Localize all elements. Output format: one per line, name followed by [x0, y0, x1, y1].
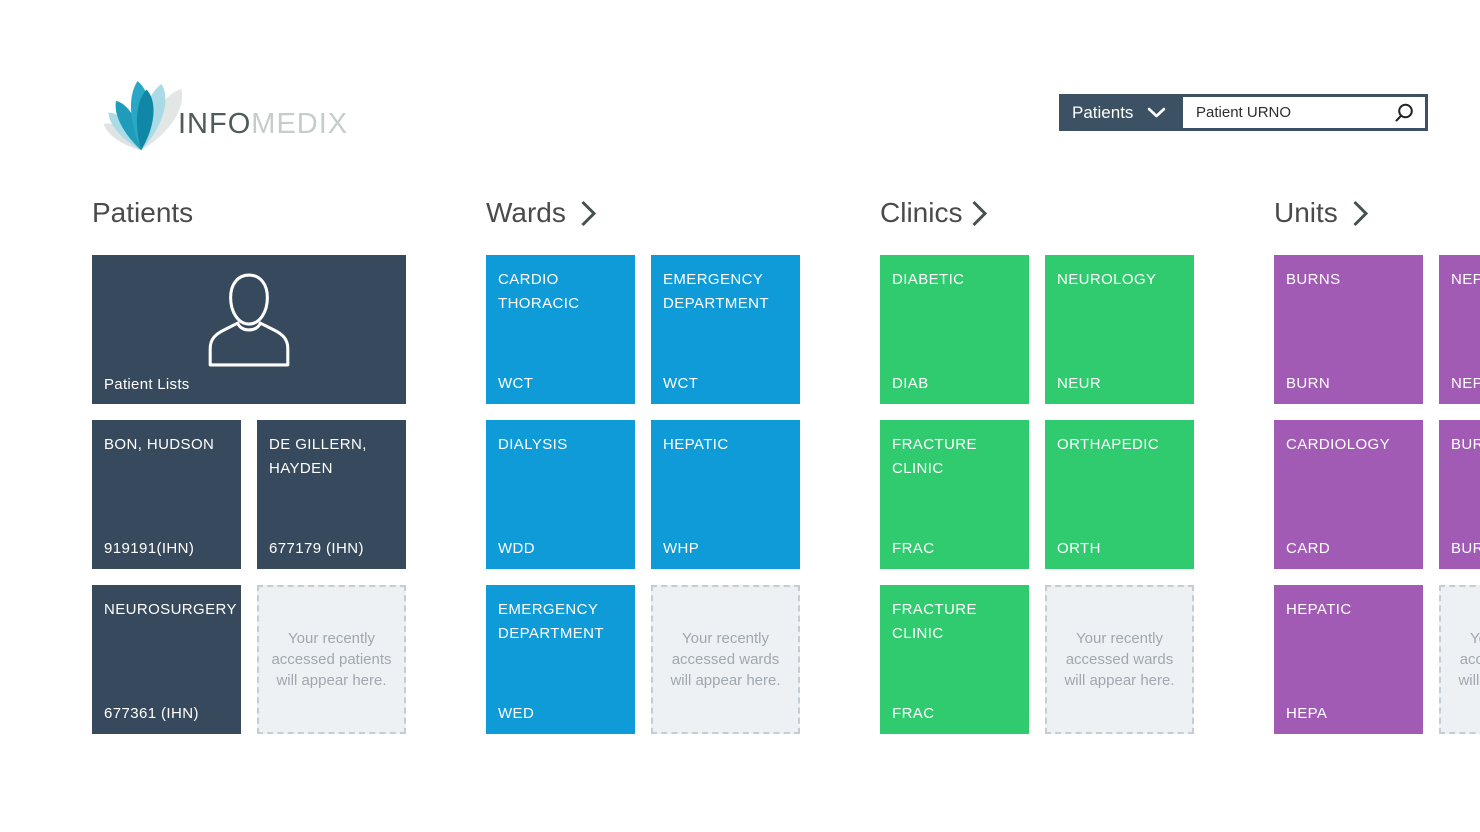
tile-code: WED [498, 705, 535, 722]
clinics-column-header[interactable]: Clinics [880, 197, 1194, 229]
tile-code: HEPA [1286, 705, 1328, 722]
tile-label: NEUROSURGERY [104, 601, 237, 618]
search-field [1183, 97, 1425, 128]
dashboard-board: Patients Patient Lists BON, HUDSON 91919… [92, 197, 1480, 734]
ward-tile[interactable]: EMERGENCY DEPARTMENT WED [486, 585, 635, 734]
patient-tile[interactable]: DE GILLERN, HAYDEN 677179 (IHN) [257, 420, 406, 569]
wards-column-title: Wards [486, 197, 566, 228]
tile-code: NEP [1451, 375, 1480, 392]
placeholder-text: Your recently accessed patients will app… [271, 630, 392, 689]
brand-name-info: INFO [178, 108, 252, 140]
tile-code: BUR [1451, 540, 1480, 557]
unit-tile[interactable]: HEPATIC HEPA [1274, 585, 1423, 734]
patient-lists-label: Patient Lists [104, 376, 190, 393]
brand-wordmark: INFOMEDIX [178, 108, 348, 141]
wards-tiles: CARDIO THORACIC WCT EMERGENCY DEPARTMENT… [486, 255, 800, 734]
placeholder-text: Your recently accessed wards will appear… [670, 630, 781, 689]
unit-tile[interactable]: BURNS BURN [1274, 255, 1423, 404]
tile-code: WCT [498, 375, 534, 392]
placeholder-text: Your recently accessed wards will appear… [1458, 630, 1480, 689]
tile-code: NEUR [1057, 375, 1102, 392]
tile-label: BON, HUDSON [104, 436, 215, 453]
tile-label: NEP [1451, 271, 1480, 288]
tile-code: WDD [498, 540, 536, 557]
clinic-tile[interactable]: ORTHAPEDIC ORTH [1045, 420, 1194, 569]
units-column-header[interactable]: Units [1274, 197, 1480, 229]
search-input[interactable] [1183, 97, 1425, 128]
tile-label: BURNS [1286, 271, 1341, 288]
tile-label: CARDIOLOGY [1286, 436, 1391, 453]
tile-code: DIAB [892, 375, 929, 392]
person-icon [208, 273, 290, 367]
patients-column-title: Patients [92, 197, 194, 228]
tile-label: CARDIO THORACIC [498, 271, 580, 312]
tile-code: BURN [1286, 375, 1331, 392]
ward-tile[interactable]: EMERGENCY DEPARTMENT WCT [651, 255, 800, 404]
patient-tile[interactable]: BON, HUDSON 919191(IHN) [92, 420, 241, 569]
search-category-dropdown[interactable]: Patients [1059, 94, 1183, 131]
clinic-tile[interactable]: DIABETIC DIAB [880, 255, 1029, 404]
tile-code: 677361 (IHN) [104, 705, 199, 722]
units-column: Units BURNS BURN NEP NEP CARDIOLOGY CARD… [1274, 197, 1480, 734]
infomedix-logo-icon [103, 81, 183, 151]
clinics-column: Clinics DIABETIC DIAB NEUROLOGY NEUR FRA… [880, 197, 1194, 734]
recent-wards-placeholder: Your recently accessed wards will appear… [651, 585, 800, 734]
clinics-column-title: Clinics [880, 197, 963, 228]
chevron-down-icon [1148, 107, 1166, 118]
ward-tile[interactable]: CARDIO THORACIC WCT [486, 255, 635, 404]
wards-column-header[interactable]: Wards [486, 197, 800, 229]
wards-column: Wards CARDIO THORACIC WCT EMERGENCY DEPA… [486, 197, 800, 734]
unit-tile[interactable]: BUR BUR [1439, 420, 1480, 569]
units-column-title: Units [1274, 197, 1338, 228]
tile-label: EMERGENCY DEPARTMENT [663, 271, 769, 312]
clinic-tile[interactable]: NEUROLOGY NEUR [1045, 255, 1194, 404]
tile-code: WCT [663, 375, 699, 392]
search-bar: Patients [1059, 94, 1428, 131]
tile-label: DIALYSIS [498, 436, 568, 453]
search-icon[interactable] [1393, 102, 1415, 124]
patients-tiles: Patient Lists BON, HUDSON 919191(IHN) DE… [92, 255, 406, 734]
tile-label: FRACTURE CLINIC [892, 436, 977, 477]
patient-lists-tile[interactable]: Patient Lists [92, 255, 406, 404]
unit-tile[interactable]: CARDIOLOGY CARD [1274, 420, 1423, 569]
patients-column-header: Patients [92, 197, 406, 229]
tile-code: WHP [663, 540, 700, 557]
tile-label: BUR [1451, 436, 1480, 453]
tile-label: FRACTURE CLINIC [892, 601, 977, 642]
brand-name-medix: MEDIX [251, 108, 349, 140]
search-category-label: Patients [1072, 102, 1134, 122]
infomedix-logo: INFOMEDIX [92, 64, 372, 164]
clinics-tiles: DIABETIC DIAB NEUROLOGY NEUR FRACTURE CL… [880, 255, 1194, 734]
tile-code: FRAC [892, 540, 935, 557]
tile-label: HEPATIC [663, 436, 729, 453]
tile-label: DIABETIC [892, 271, 965, 288]
units-tiles: BURNS BURN NEP NEP CARDIOLOGY CARD BUR B… [1274, 255, 1480, 734]
chevron-right-icon [1353, 200, 1368, 226]
chevron-right-icon [581, 200, 596, 226]
clinic-tile[interactable]: FRACTURE CLINIC FRAC [880, 585, 1029, 734]
recent-clinics-placeholder: Your recently accessed wards will appear… [1045, 585, 1194, 734]
tile-label: ORTHAPEDIC [1057, 436, 1160, 453]
tile-code: 677179 (IHN) [269, 540, 364, 557]
tile-code: 919191(IHN) [104, 540, 195, 557]
tile-code: CARD [1286, 540, 1331, 557]
unit-tile[interactable]: NEP NEP [1439, 255, 1480, 404]
placeholder-text: Your recently accessed wards will appear… [1064, 630, 1175, 689]
clinic-tile[interactable]: FRACTURE CLINIC FRAC [880, 420, 1029, 569]
tile-code: ORTH [1057, 540, 1101, 557]
patient-tile[interactable]: NEUROSURGERY 677361 (IHN) [92, 585, 241, 734]
ward-tile[interactable]: HEPATIC WHP [651, 420, 800, 569]
chevron-right-icon [972, 200, 988, 226]
recent-patients-placeholder: Your recently accessed patients will app… [257, 585, 406, 734]
patients-column: Patients Patient Lists BON, HUDSON 91919… [92, 197, 406, 734]
tile-label: HEPATIC [1286, 601, 1352, 618]
tile-label: EMERGENCY DEPARTMENT [498, 601, 604, 642]
ward-tile[interactable]: DIALYSIS WDD [486, 420, 635, 569]
recent-units-placeholder: Your recently accessed wards will appear… [1439, 585, 1480, 734]
tile-label: NEUROLOGY [1057, 271, 1157, 288]
tile-label: DE GILLERN, HAYDEN [269, 436, 367, 477]
tile-code: FRAC [892, 705, 935, 722]
